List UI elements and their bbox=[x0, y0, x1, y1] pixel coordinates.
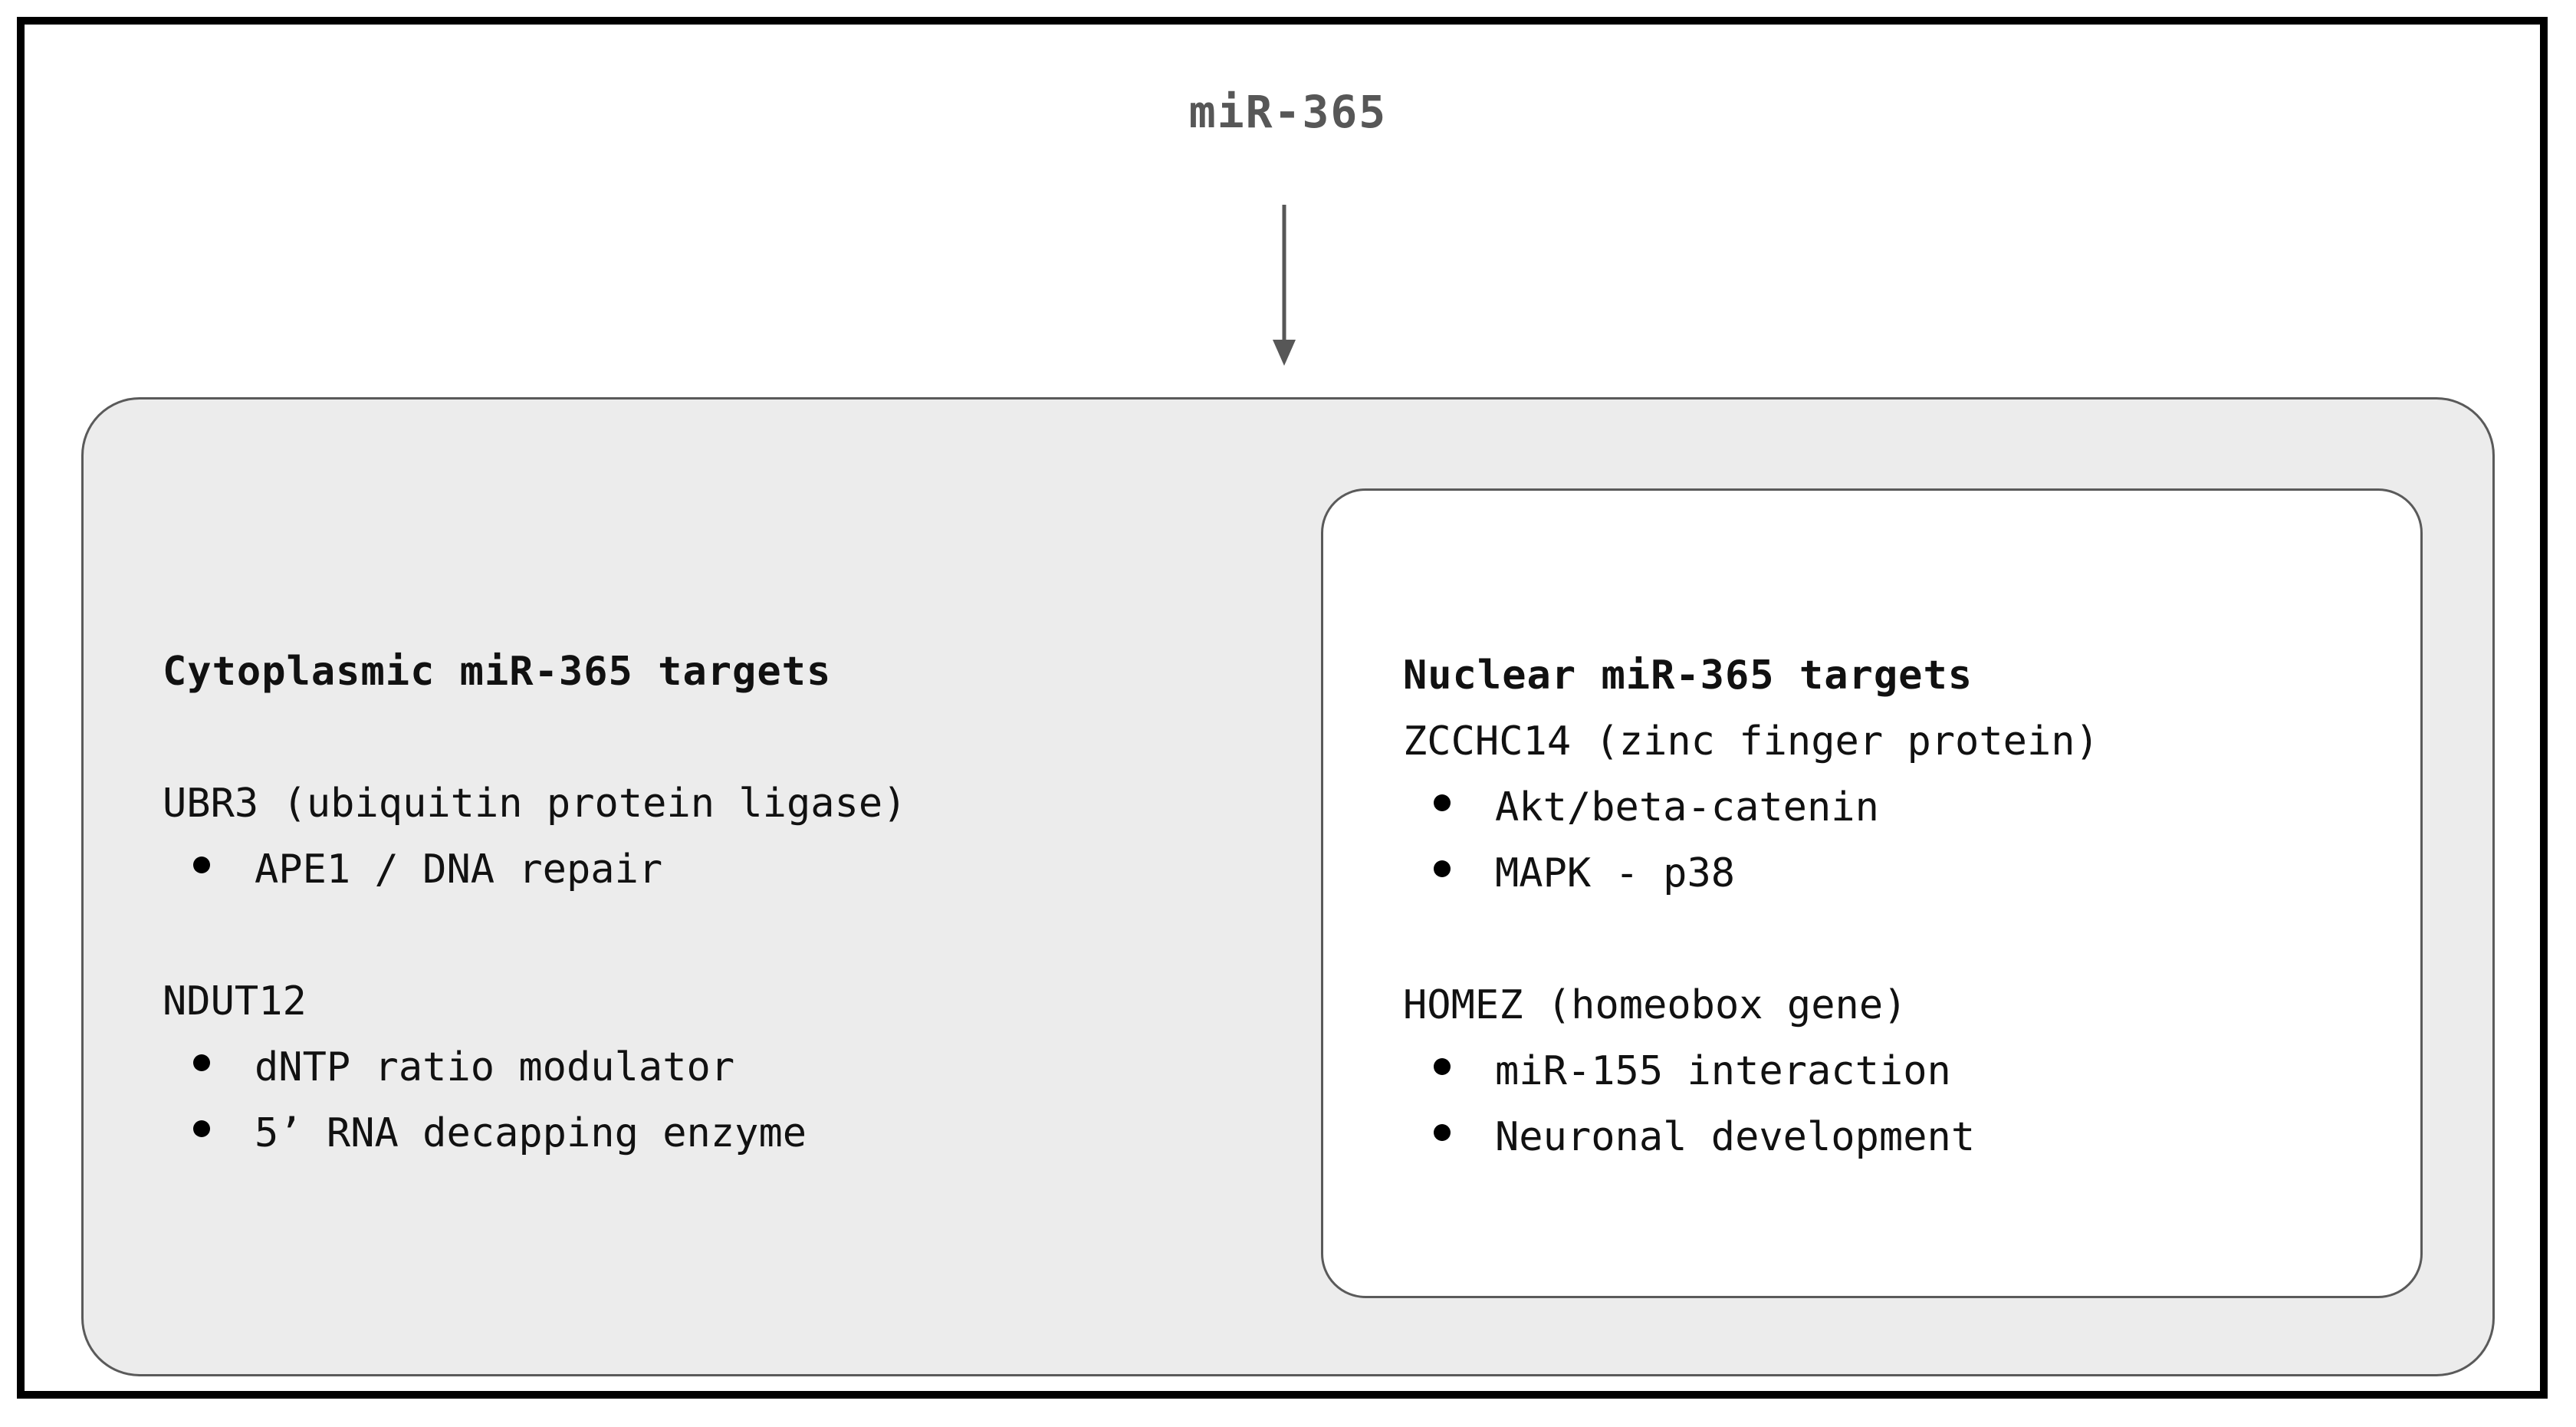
list-item-label: Neuronal development bbox=[1495, 1114, 1976, 1160]
spacer bbox=[163, 705, 1274, 771]
list-item-label: Akt/beta-catenin bbox=[1495, 784, 1879, 830]
bullet-dot-icon bbox=[1434, 1058, 1451, 1075]
list-item: 5’ RNA decapping enzyme bbox=[163, 1100, 1274, 1166]
bullet-dot-icon bbox=[1434, 794, 1451, 811]
nuclear-heading: Nuclear miR-365 targets bbox=[1403, 653, 1973, 699]
spacer bbox=[1403, 906, 2400, 972]
list-item: Akt/beta-catenin bbox=[1403, 774, 2400, 840]
cytoplasmic-targets-panel: Cytoplasmic miR-365 targets UBR3 (ubiqui… bbox=[163, 639, 1274, 1166]
nucleus-compartment bbox=[1321, 488, 2423, 1298]
cytoplasmic-group-label: NDUT12 bbox=[163, 978, 307, 1024]
nuclear-targets-panel: Nuclear miR-365 targets ZCCHC14 (zinc fi… bbox=[1403, 643, 2400, 1170]
spacer bbox=[163, 903, 1274, 968]
cytoplasmic-group-label: UBR3 (ubiquitin protein ligase) bbox=[163, 781, 907, 827]
bullet-dot-icon bbox=[193, 1120, 210, 1137]
list-item: MAPK - p38 bbox=[1403, 840, 2400, 906]
bullet-dot-icon bbox=[1434, 1124, 1451, 1141]
nuclear-group-label: ZCCHC14 (zinc finger protein) bbox=[1403, 718, 2099, 764]
list-item-label: APE1 / DNA repair bbox=[255, 847, 663, 893]
list-item: APE1 / DNA repair bbox=[163, 837, 1274, 903]
outer-border-frame bbox=[17, 17, 2548, 1399]
bullet-dot-icon bbox=[193, 1054, 210, 1071]
list-item-label: 5’ RNA decapping enzyme bbox=[255, 1110, 807, 1156]
bullet-dot-icon bbox=[193, 857, 210, 873]
downward-arrow-icon bbox=[1242, 203, 1326, 368]
nuclear-group-label: HOMEZ (homeobox gene) bbox=[1403, 982, 1907, 1028]
list-item-label: miR-155 interaction bbox=[1495, 1048, 1951, 1094]
bullet-dot-icon bbox=[1434, 860, 1451, 877]
list-item-label: MAPK - p38 bbox=[1495, 850, 1736, 896]
list-item: miR-155 interaction bbox=[1403, 1038, 2400, 1104]
list-item-label: dNTP ratio modulator bbox=[255, 1044, 735, 1090]
page-title: miR-365 bbox=[1188, 86, 1388, 138]
cytoplasmic-heading: Cytoplasmic miR-365 targets bbox=[163, 649, 832, 695]
list-item: Neuronal development bbox=[1403, 1104, 2400, 1170]
list-item: dNTP ratio modulator bbox=[163, 1034, 1274, 1100]
